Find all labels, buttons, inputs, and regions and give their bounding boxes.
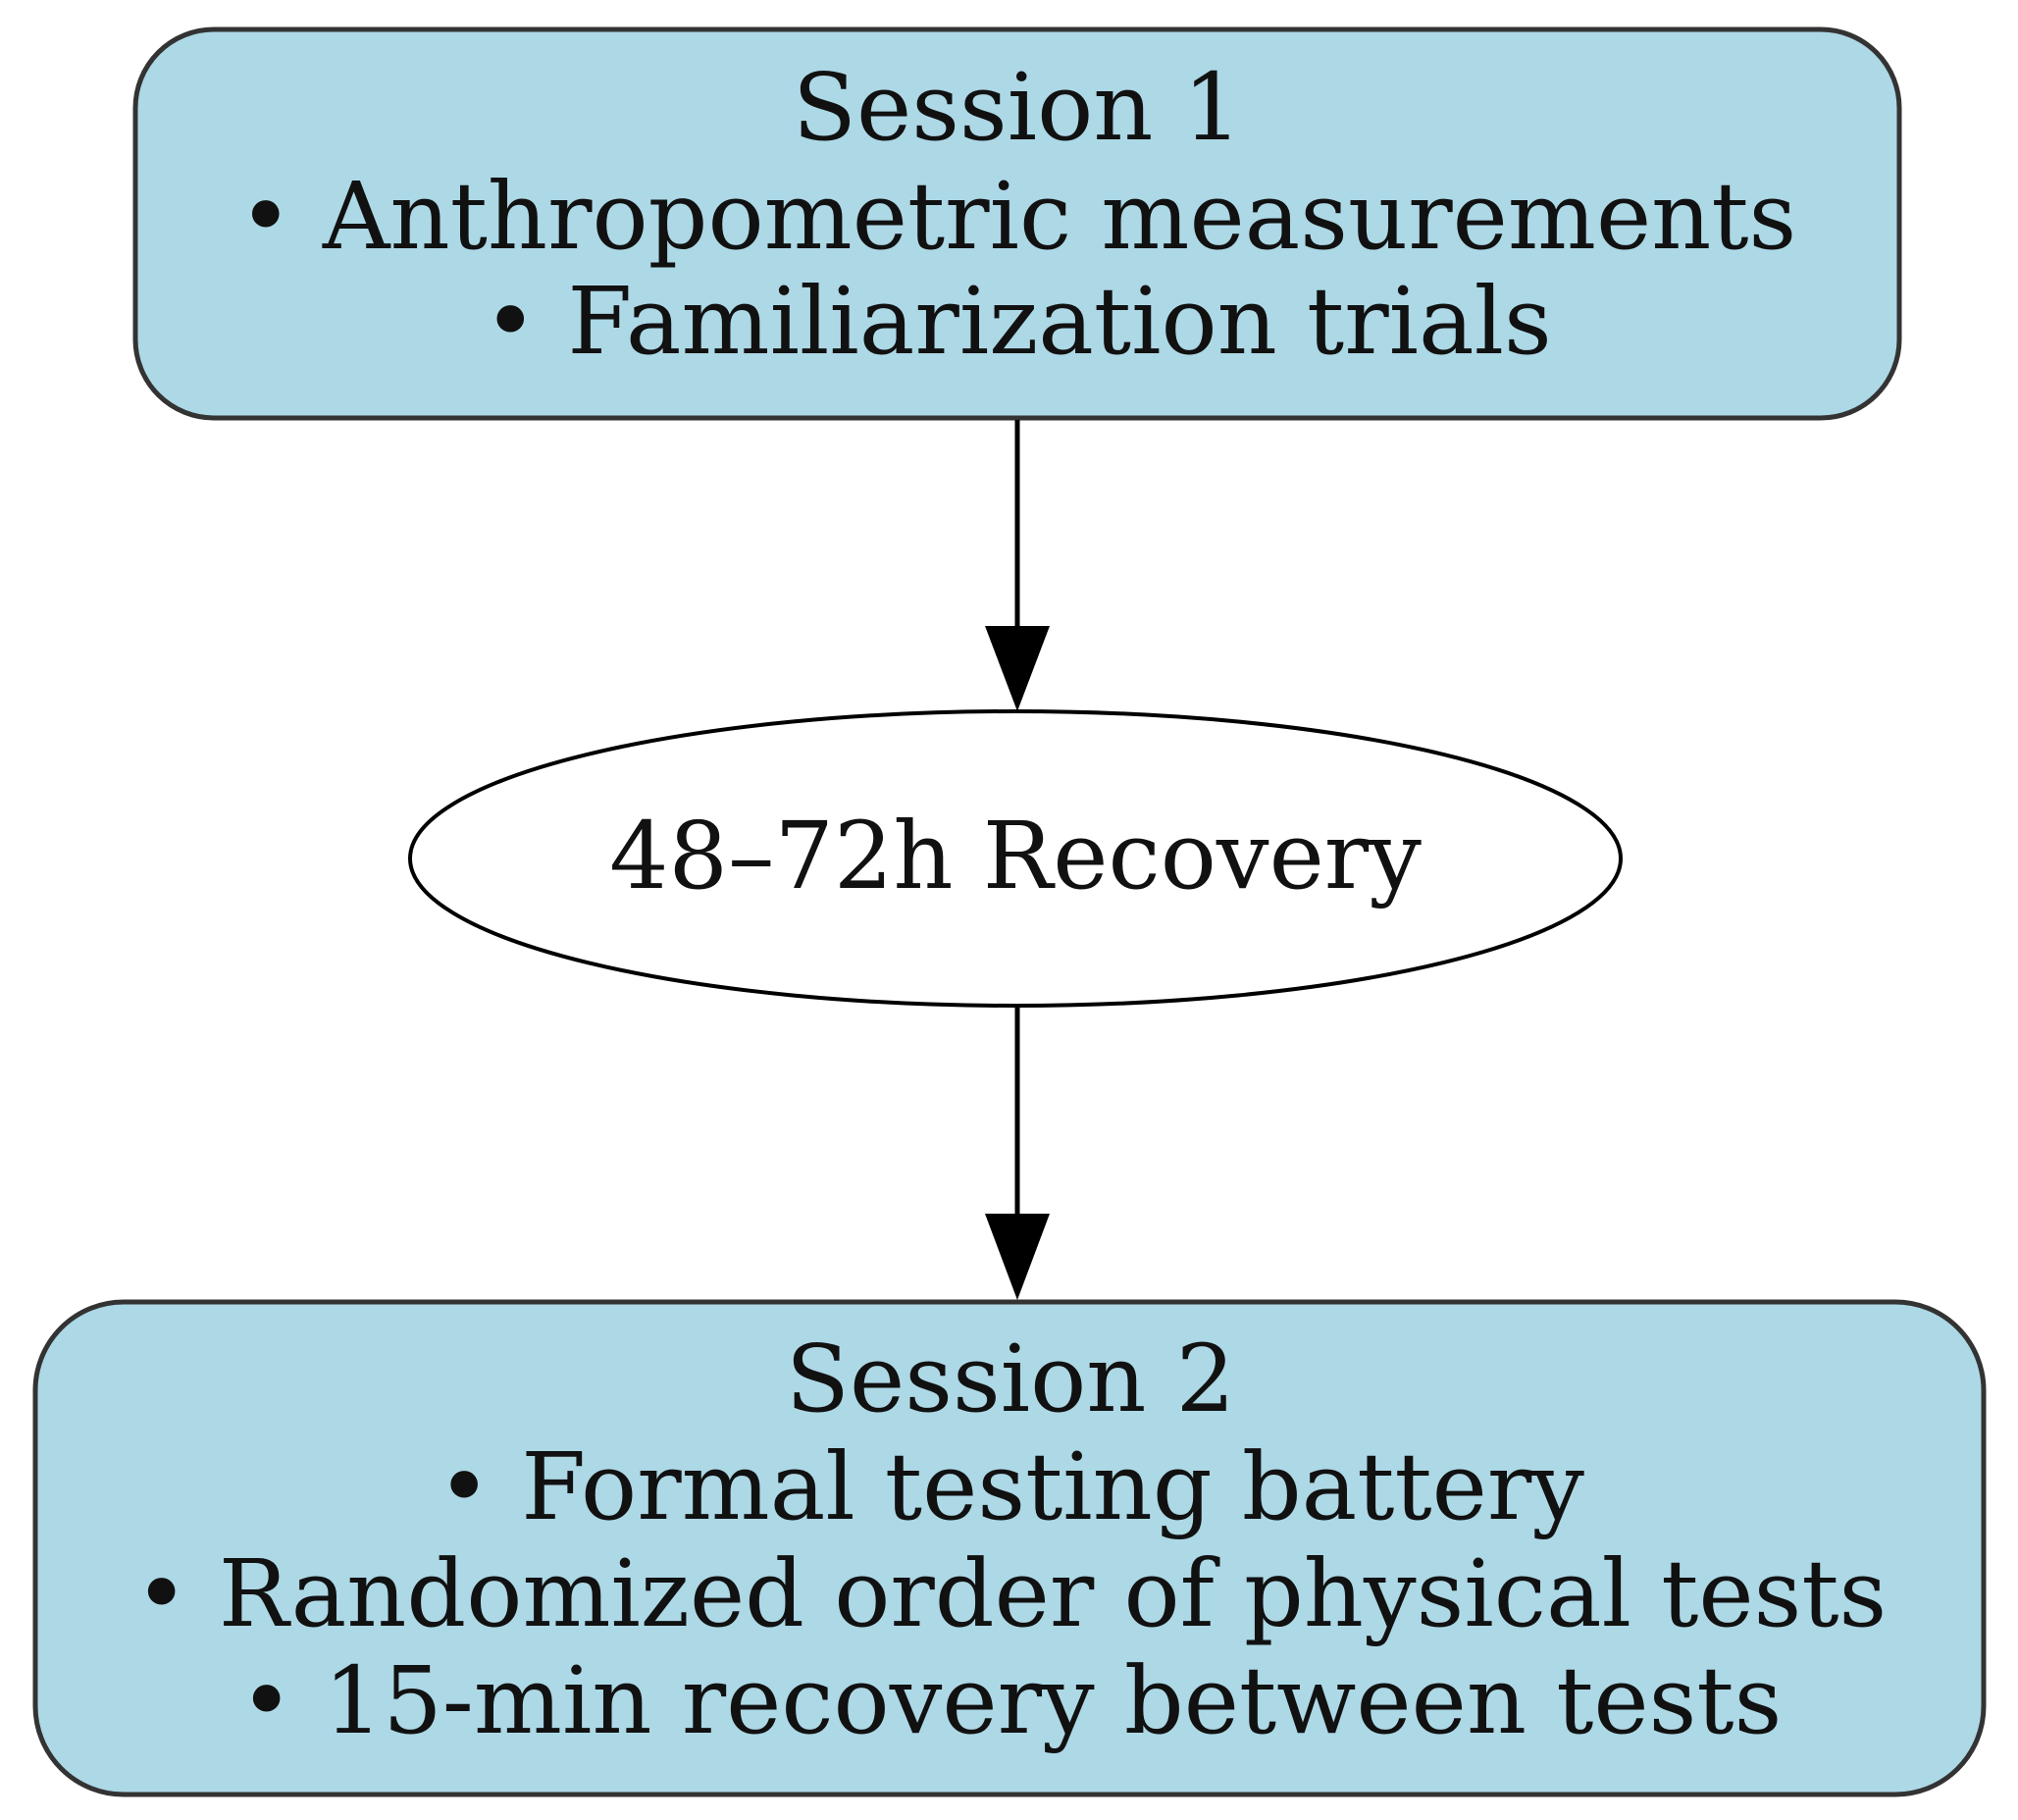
session2-box <box>32 1299 1987 1797</box>
session1-bullet-anthropometric: • Anthropometric measurements <box>238 163 1797 271</box>
recovery-node: 48–72h Recovery <box>408 709 1623 1008</box>
arrowhead-icon <box>985 626 1050 711</box>
recovery-ellipse <box>408 709 1623 1008</box>
session1-title: Session 1 <box>793 54 1242 162</box>
session1-node: Session 1 • Anthropometric measurements … <box>132 26 1902 421</box>
session2-bullet-recovery-between: • 15-min recovery between tests <box>239 1647 1783 1755</box>
session1-bullet-familiarization: • Familiarization trials <box>483 268 1552 376</box>
session1-box <box>132 26 1902 421</box>
arrowhead-icon <box>985 1214 1050 1300</box>
session2-title: Session 2 <box>786 1326 1235 1433</box>
edge-recovery-to-session2 <box>985 1008 1050 1300</box>
session2-bullet-formal-testing: • Formal testing battery <box>437 1433 1584 1541</box>
recovery-label: 48–72h Recovery <box>609 803 1422 910</box>
session2-bullet-randomized-order: • Randomized order of physical tests <box>134 1540 1888 1648</box>
edge-session1-to-recovery <box>985 420 1050 711</box>
session2-node: Session 2 • Formal testing battery • Ran… <box>32 1299 1987 1797</box>
